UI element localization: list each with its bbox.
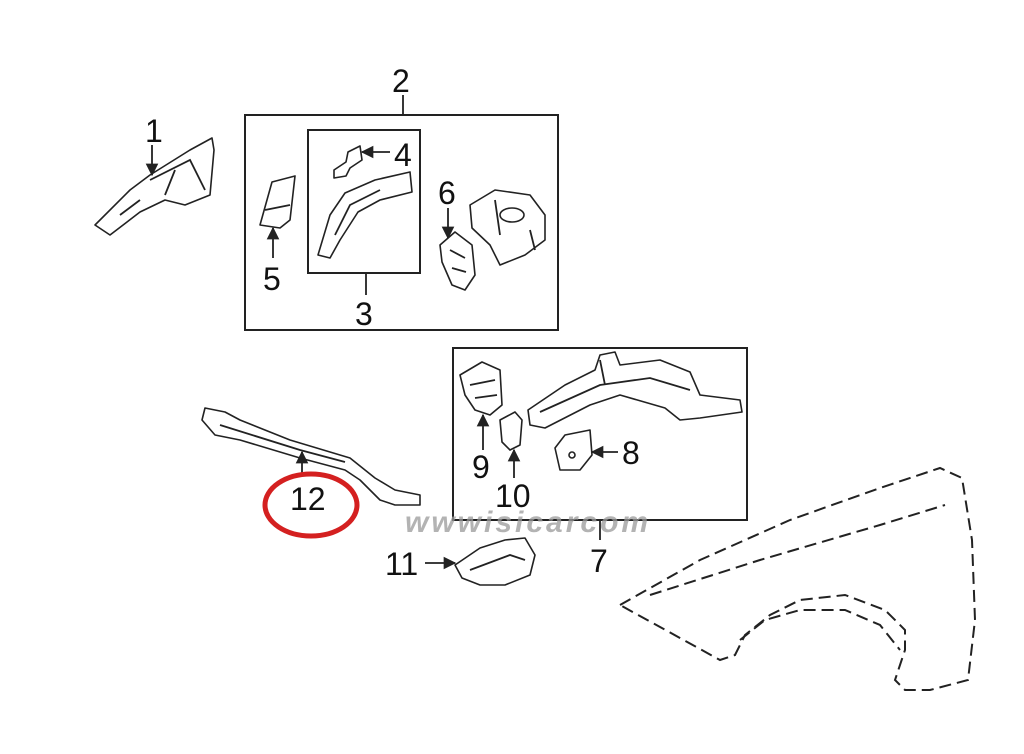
- group-box-2: [244, 114, 559, 331]
- callout-5: 5: [263, 261, 281, 297]
- part-8-plate[interactable]: [554, 429, 593, 471]
- callout-3: 3: [355, 296, 373, 332]
- callout-10: 10: [495, 478, 531, 514]
- callout-1: 1: [145, 113, 163, 149]
- part-10-bracket[interactable]: [499, 411, 523, 451]
- part-3-wheelhouse-arch[interactable]: [317, 171, 413, 259]
- part-9-bracket[interactable]: [459, 361, 503, 416]
- group-box-3: [307, 129, 421, 274]
- watermark: wwwisicarcom: [405, 506, 651, 539]
- part-1-apron-reinforcement[interactable]: [94, 137, 215, 236]
- callout-6: 6: [438, 175, 456, 211]
- highlight-circle: [262, 471, 360, 539]
- part-6-bracket[interactable]: [439, 231, 476, 291]
- callout-8: 8: [622, 435, 640, 471]
- part-7-frame-rail[interactable]: [527, 351, 743, 429]
- part-4-plate[interactable]: [333, 145, 363, 179]
- callout-2: 2: [392, 63, 410, 99]
- callout-4: 4: [394, 137, 412, 173]
- part-11-bracket[interactable]: [454, 537, 536, 586]
- part-strut-tower[interactable]: [469, 189, 546, 266]
- part-5-bracket[interactable]: [259, 175, 296, 229]
- callout-9: 9: [472, 449, 490, 485]
- callout-12: 12: [290, 481, 326, 517]
- fender-outline: [617, 466, 977, 691]
- callout-11: 11: [385, 546, 418, 582]
- part-12-support-bar[interactable]: [201, 407, 421, 506]
- callout-7: 7: [590, 543, 608, 579]
